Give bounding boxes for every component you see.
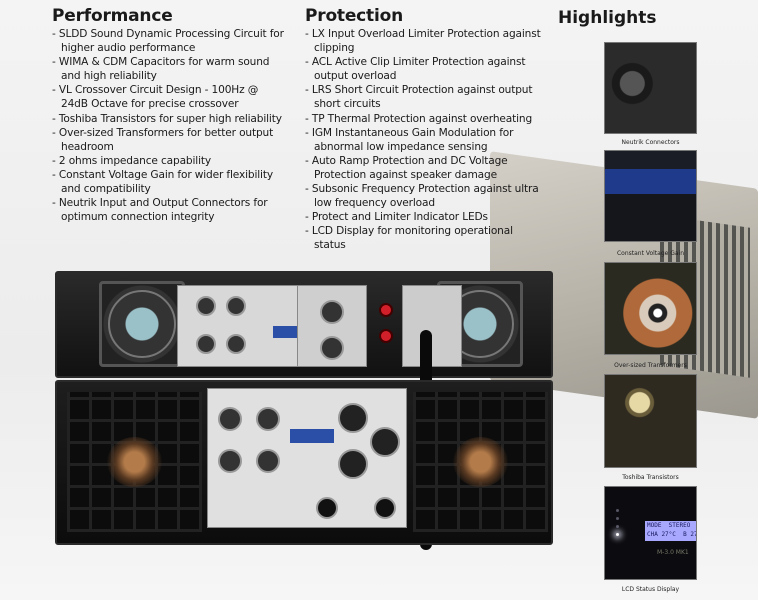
feature-item: - Auto Ramp Protection and DC Voltage Pr… <box>305 154 508 181</box>
grille-icon <box>67 392 202 532</box>
transformer-photo <box>604 262 697 355</box>
constant-voltage-gain-photo <box>604 150 697 242</box>
feature-item: - Toshiba Transistors for super high rel… <box>52 112 282 125</box>
protection-title: Protection <box>305 6 403 26</box>
photo-caption: LCD Status Display <box>621 586 680 593</box>
lcd-display-photo: MODE STEREO CHA 27°C B 27 M-3.0 MK1 <box>604 486 697 580</box>
feature-item: - LRS Short Circuit Protection against o… <box>305 84 533 111</box>
photo-caption: Neutrik Connectors <box>621 139 680 146</box>
output-panel <box>297 285 367 367</box>
feature-item: - Subsonic Frequency Protection against … <box>305 183 539 210</box>
transistors-photo <box>604 374 697 468</box>
feature-item: - ACL Active Clip Limiter Protection aga… <box>305 56 526 83</box>
performance-title: Performance <box>52 6 173 26</box>
neutrik-connectors-photo <box>604 42 697 134</box>
highlights-title: Highlights <box>558 8 657 28</box>
photo-caption: Constant Voltage Gain <box>616 250 685 257</box>
model-label: M-3.0 MK1 <box>657 549 689 556</box>
feature-item: - WIMA & CDM Capacitors for warm sound a… <box>52 56 270 83</box>
protection-section: Protection - LX Input Overload Limiter P… <box>305 6 545 253</box>
photo-caption: Over-sized Transformers <box>614 362 687 369</box>
lcd-screen-text: MODE STEREO CHA 27°C B 27 <box>645 521 696 541</box>
photo-caption: Toshiba Transistors <box>622 474 679 481</box>
feature-item: - Constant Voltage Gain for wider flexib… <box>52 168 273 196</box>
performance-section: Performance - SLDD Sound Dynamic Process… <box>52 6 287 224</box>
feature-item: - TP Thermal Protection against overheat… <box>305 112 533 125</box>
feature-item: - LCD Display for monitoring operational… <box>305 225 513 252</box>
feature-item: - Over-sized Transformers for better out… <box>52 126 274 153</box>
fan-icon <box>99 281 185 367</box>
feature-item: - SLDD Sound Dynamic Processing Circuit … <box>52 28 284 55</box>
feature-item: - 2 ohms impedance capability <box>52 154 212 167</box>
feature-item: - Neutrik Input and Output Connectors fo… <box>52 197 268 224</box>
amplifier-rear-top-unit <box>55 271 553 378</box>
feature-item: - IGM Instantaneous Gain Modulation for … <box>305 126 514 153</box>
connector-panel <box>207 388 407 528</box>
feature-item: - Protect and Limiter Indicator LEDs <box>305 211 488 224</box>
grille-icon <box>413 392 548 532</box>
feature-item: - VL Crossover Circuit Design - 100Hz @ … <box>52 84 259 111</box>
feature-item: - LX Input Overload Limiter Protection a… <box>305 28 541 55</box>
amplifier-rear-bottom-unit <box>55 380 553 545</box>
